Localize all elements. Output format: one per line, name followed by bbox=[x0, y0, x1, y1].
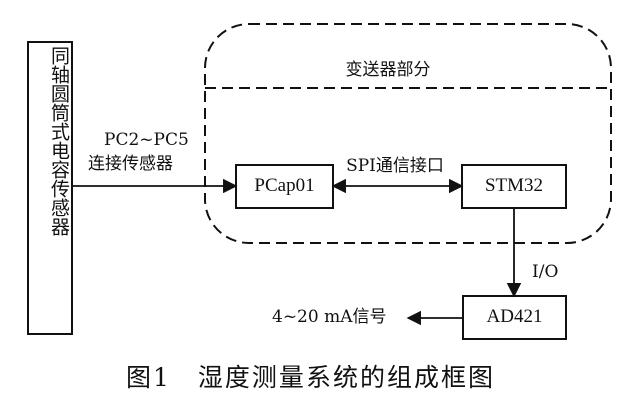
sensor-label: 同轴圆筒式电容传感器 bbox=[48, 46, 70, 236]
stm-label: STM32 bbox=[484, 175, 544, 196]
output-signal-label: 4~20 mA信号 bbox=[272, 307, 387, 327]
transmitter-group-label: 变送器部分 bbox=[345, 60, 431, 80]
transmitter-group-frame bbox=[204, 23, 612, 244]
sensor-connection-label-bottom: 连接传感器 bbox=[88, 154, 173, 174]
sensor-connection-label-top: PC2~PC5 bbox=[104, 130, 189, 150]
spi-interface-label: SPI通信接口 bbox=[346, 156, 444, 176]
pcap-label: PCap01 bbox=[254, 175, 315, 196]
figure-caption: 图1 湿度测量系统的组成框图 bbox=[126, 363, 495, 392]
io-label: I/O bbox=[532, 262, 559, 282]
ad-label: AD421 bbox=[486, 306, 543, 327]
ad-box bbox=[462, 295, 567, 340]
sensor-box bbox=[27, 41, 73, 335]
pcap-box bbox=[235, 164, 334, 209]
